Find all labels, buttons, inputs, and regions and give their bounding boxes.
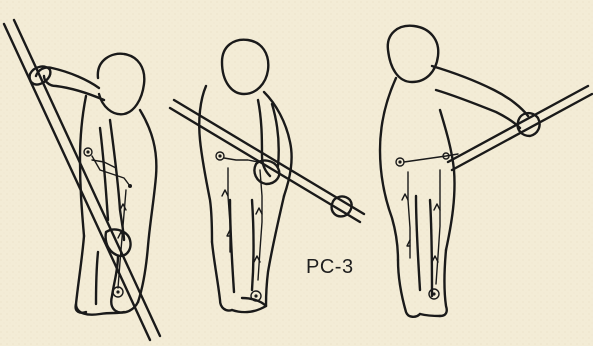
figure-label: PC-3 [306,256,354,279]
